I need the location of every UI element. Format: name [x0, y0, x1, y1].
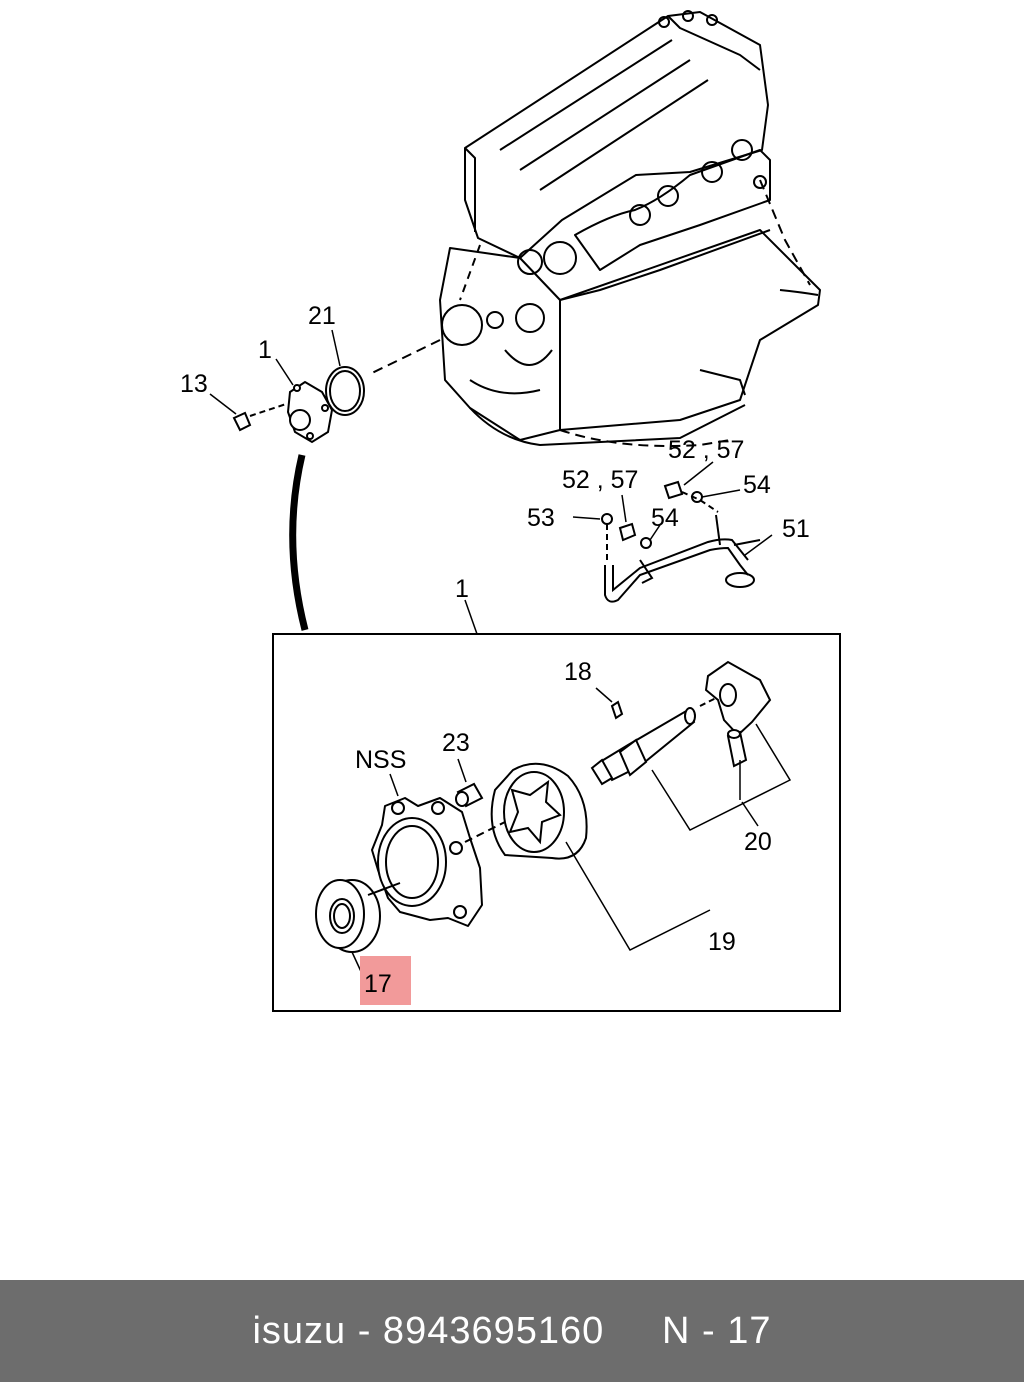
callout-17: 17 [364, 970, 392, 998]
callout-nss: NSS [355, 746, 406, 774]
pump-housing-nss [371, 797, 483, 927]
shaft-inner-rotor-20 [590, 660, 772, 786]
callout-1-box: 1 [455, 575, 469, 603]
oil-strainer-pipe [601, 480, 761, 603]
callout-21: 21 [308, 302, 336, 330]
detail-arrow [289, 454, 309, 631]
callout-52-57-a: 52 , 57 [668, 436, 744, 464]
callout-labels: 1 13 21 52 , 57 52 , 57 54 54 53 51 1 18… [180, 302, 810, 998]
oil-pump-assembly-small [286, 380, 334, 444]
callout-13: 13 [180, 370, 208, 398]
o-ring-21 [325, 366, 365, 416]
exploded-parts-diagram: 1 13 21 52 , 57 52 , 57 54 54 53 51 1 18… [180, 10, 841, 1012]
footer-bar: isuzu - 8943695160 N - 17 [0, 1280, 1024, 1382]
engine-block [439, 10, 821, 447]
highlight-17 [360, 956, 411, 1005]
outer-rotor-19 [490, 762, 588, 860]
oil-seal-17 [315, 879, 381, 953]
bolt-13 [232, 403, 287, 432]
callout-54-a: 54 [743, 471, 771, 499]
pin-23 [455, 782, 484, 808]
callout-19: 19 [708, 928, 736, 956]
footer-text: isuzu - 8943695160 N - 17 [252, 1309, 772, 1352]
callout-18: 18 [564, 658, 592, 686]
callout-54-b: 54 [651, 504, 679, 532]
callout-52-57-b: 52 , 57 [562, 466, 638, 494]
callout-23: 23 [442, 729, 470, 757]
callout-20: 20 [744, 828, 772, 856]
callout-1-top: 1 [258, 336, 272, 364]
callout-53: 53 [527, 504, 555, 532]
detail-box [272, 633, 841, 1012]
callout-51: 51 [782, 515, 810, 543]
